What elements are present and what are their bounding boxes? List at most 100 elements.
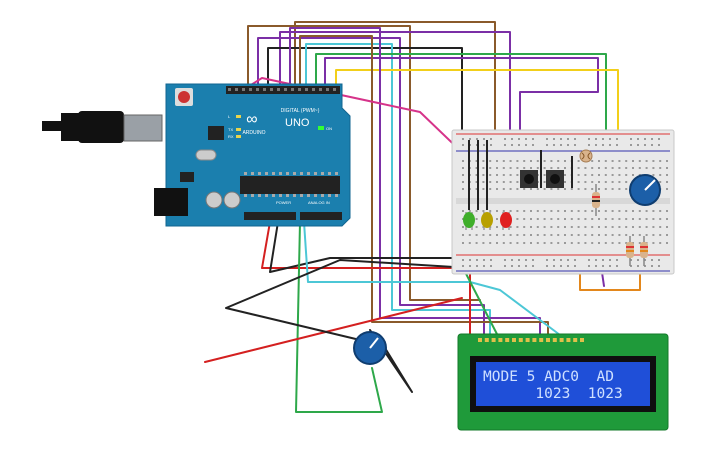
breadboard-hole	[616, 265, 618, 267]
chip-pin	[279, 172, 282, 175]
wire-brown-3[interactable]	[299, 35, 549, 336]
breadboard-hole	[616, 259, 618, 261]
breadboard-hole	[462, 265, 464, 267]
led-red[interactable]	[500, 212, 512, 230]
chip-pin	[272, 194, 275, 197]
breadboard-hole	[560, 144, 562, 146]
breadboard-hole	[577, 226, 580, 228]
breadboard-hole	[584, 226, 587, 228]
digital-header[interactable]	[226, 86, 340, 94]
logo-infinity: ∞	[246, 111, 257, 128]
breadboard-hole	[462, 242, 464, 244]
wire-green-a1[interactable]	[295, 221, 383, 413]
breadboard-hole	[564, 167, 566, 169]
breadboard-hole	[609, 138, 611, 140]
potentiometer-breadboard[interactable]	[629, 174, 661, 206]
breadboard-hole	[652, 167, 655, 169]
lcd-pin	[546, 338, 550, 342]
resistor-3[interactable]	[640, 236, 648, 266]
breadboard-hole	[588, 144, 590, 146]
breadboard-hole	[666, 234, 668, 236]
breadboard-hole	[502, 242, 505, 244]
chip-pin	[258, 172, 261, 175]
breadboard-hole	[518, 259, 520, 261]
breadboard-hole	[658, 265, 660, 267]
wire-brown-1[interactable]	[247, 25, 481, 301]
breadboard-hole	[645, 210, 648, 212]
breadboard-hole	[504, 259, 506, 261]
led-on	[318, 126, 324, 130]
resistors-led[interactable]	[468, 140, 488, 210]
wire-red-pot[interactable]	[204, 297, 463, 363]
wire-black-gnd[interactable]	[269, 221, 481, 273]
potentiometer-contrast[interactable]	[353, 331, 387, 365]
resistor-ldr[interactable]	[592, 184, 600, 216]
chip-pin	[328, 172, 331, 175]
wire-black-1[interactable]	[267, 47, 463, 131]
wire-brown-2[interactable]	[294, 21, 496, 141]
arduino-uno-board[interactable]: DIGITAL (PWM~) ∞ UNO ARDUINO L TX RX ON …	[42, 83, 351, 227]
breadboard-hole	[483, 259, 485, 261]
breadboard-hole	[659, 167, 662, 169]
analog-header[interactable]	[300, 212, 342, 220]
breadboard-hole	[560, 259, 562, 261]
breadboard-hole	[588, 265, 590, 267]
pushbutton-1[interactable]	[520, 170, 538, 188]
breadboard-hole	[645, 226, 648, 228]
breadboard-hole	[638, 160, 641, 162]
breadboard-hole	[632, 160, 634, 162]
wire-purple-3[interactable]	[324, 57, 599, 141]
resistor-2[interactable]	[626, 236, 634, 266]
breadboard-hole	[482, 174, 485, 176]
wire-cyan-1[interactable]	[305, 43, 491, 336]
breadboard-hole	[574, 259, 576, 261]
chip-pin	[244, 194, 247, 197]
chip-pin	[279, 194, 282, 197]
power-header[interactable]	[244, 212, 296, 220]
breadboard-hole	[511, 265, 513, 267]
breadboard-hole	[637, 265, 639, 267]
breadboard-hole	[652, 242, 655, 244]
breadboard-hole	[644, 259, 646, 261]
breadboard-hole	[598, 188, 600, 190]
led-green[interactable]	[463, 212, 475, 230]
breadboard-hole	[525, 265, 527, 267]
wire-green-lcd[interactable]	[459, 261, 501, 341]
breadboard-hole	[611, 242, 614, 244]
breadboard-hole	[658, 138, 660, 140]
breadboard-hole	[652, 234, 655, 236]
tx-led-label: TX	[228, 127, 233, 132]
breadboard-hole	[509, 234, 512, 236]
breadboard-hole	[530, 210, 532, 212]
breadboard-hole	[611, 181, 614, 183]
lcd-module[interactable]: MODE 5 ADC0 AD 1023 1023	[457, 333, 669, 431]
capacitor-2	[223, 191, 241, 209]
breadboard-hole	[632, 167, 634, 169]
breadboard-hole	[659, 218, 662, 220]
breadboard-hole	[609, 265, 611, 267]
breadboard-hole	[518, 144, 520, 146]
breadboard-hole	[462, 188, 464, 190]
breadboard-hole	[625, 181, 628, 183]
pushbutton-2[interactable]	[546, 170, 564, 188]
photoresistor[interactable]	[579, 149, 593, 163]
breadboard-hole	[625, 188, 628, 190]
breadboard-hole	[598, 210, 600, 212]
wire-green-1[interactable]	[315, 53, 607, 151]
reset-button-cap[interactable]	[178, 91, 190, 103]
breadboard-hole	[625, 234, 628, 236]
breadboard-hole	[598, 218, 600, 220]
breadboard-hole	[666, 160, 668, 162]
breadboard-hole	[476, 265, 478, 267]
wire-purple-2[interactable]	[279, 31, 511, 151]
breadboard-hole	[658, 144, 660, 146]
breadboard-hole	[591, 188, 594, 190]
led-yellow[interactable]	[481, 212, 493, 230]
breadboard-hole	[468, 210, 471, 212]
breadboard-hole	[584, 242, 587, 244]
breadboard-hole	[651, 144, 653, 146]
breadboard-hole	[611, 174, 614, 176]
breadboard[interactable]	[451, 129, 675, 275]
wire-red-power[interactable]	[261, 221, 471, 336]
